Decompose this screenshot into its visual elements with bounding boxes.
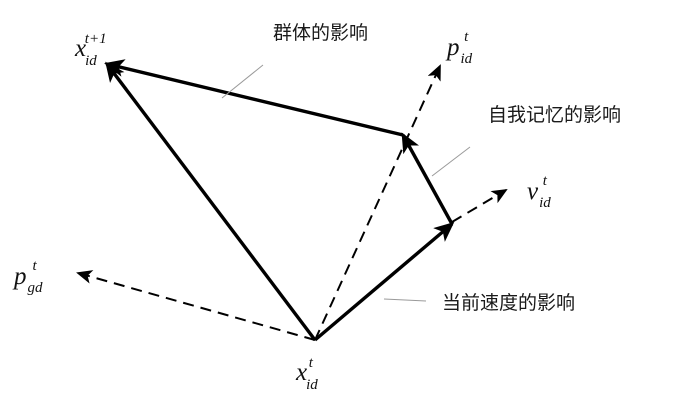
label-v-id: vidt: [527, 173, 551, 211]
leader-cognitive: [431, 146, 471, 177]
annotation-social: 群体的影响: [273, 22, 368, 44]
cognitive-vector: [401, 132, 454, 225]
dashed-line-to-p-gd: [76, 270, 316, 341]
leader-inertia: [383, 298, 427, 302]
label-p-id: pidt: [445, 29, 473, 67]
dashed-line-to-p-id: [314, 64, 441, 341]
annotation-cognitive: 自我记忆的影响: [488, 104, 621, 126]
label-x-current: xidt: [295, 355, 318, 393]
social-vector: [104, 59, 404, 137]
label-x-next: xidt+1: [74, 31, 107, 69]
leader-social: [221, 64, 264, 99]
resultant-vector: [105, 61, 317, 342]
label-p-gd: pgdt: [12, 258, 43, 296]
inertia-vector: [313, 222, 455, 342]
dashed-line-to-v-id: [451, 188, 508, 223]
annotation-inertia: 当前速度的影响: [442, 292, 575, 314]
